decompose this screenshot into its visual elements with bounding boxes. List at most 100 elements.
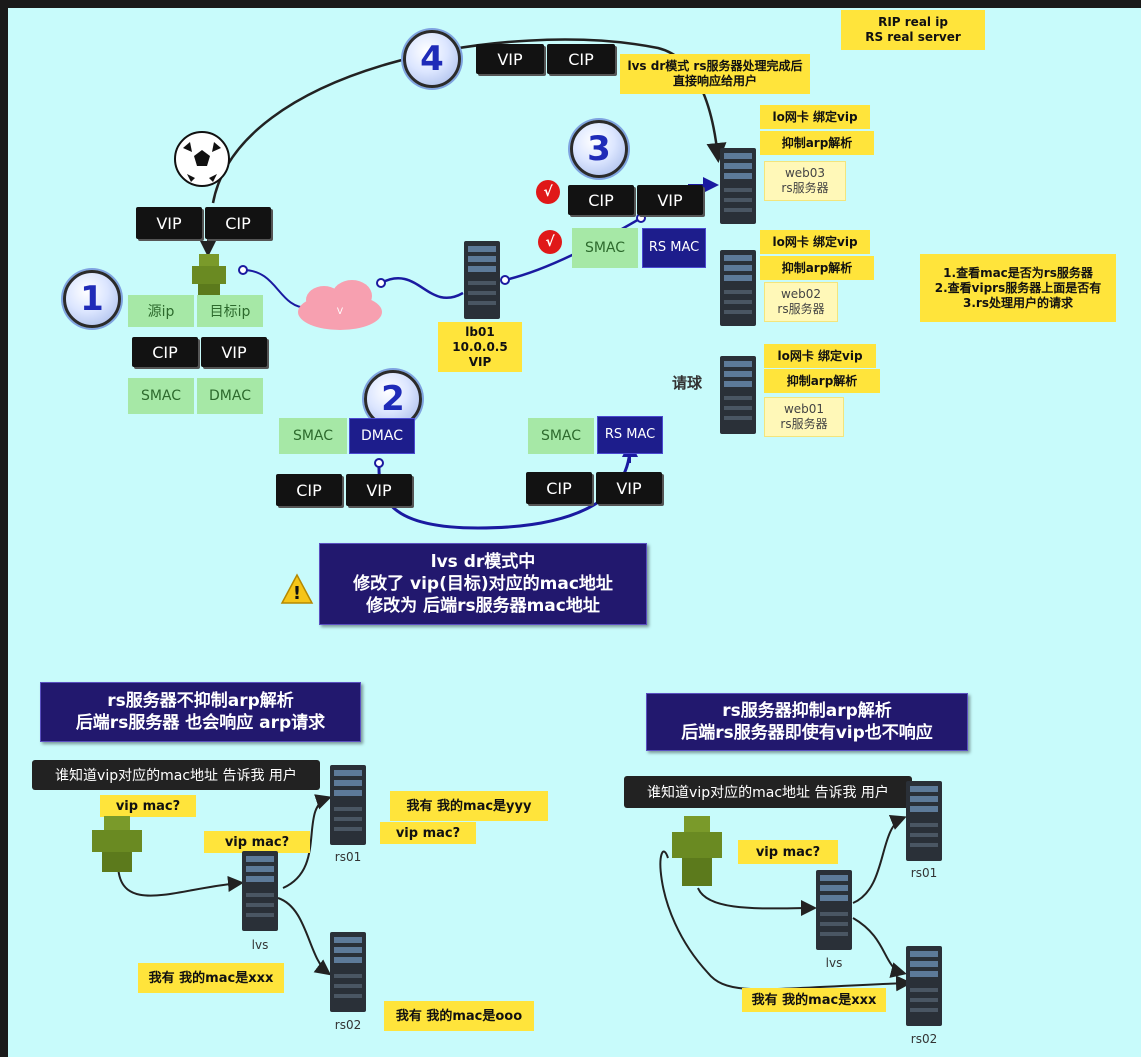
client-src-ip: 源ip	[128, 295, 194, 327]
left-lvs-label: lvs	[251, 938, 269, 952]
warning-icon: !	[280, 573, 314, 604]
main-note-line3: 修改为 后端rs服务器mac地址	[366, 596, 600, 616]
lb01-server-icon	[464, 241, 500, 319]
web03-label: web03 rs服务器	[764, 161, 846, 201]
client-dst-ip: 目标ip	[197, 295, 263, 327]
step-3-marker: 3	[570, 120, 628, 178]
right-rs02-label: rs02	[910, 1032, 938, 1046]
lb01-name: lb01	[465, 324, 495, 339]
right-lvs-label: lvs	[825, 956, 843, 970]
step-1-marker: 1	[63, 270, 121, 328]
client-dmac: DMAC	[197, 378, 263, 414]
step2-left-vip: VIP	[346, 474, 412, 506]
check-icon: √	[538, 230, 562, 254]
web01-tag-lo: lo网卡 绑定vip	[764, 344, 876, 368]
check-note-line2: 2.查看viprs服务器上面是否有	[934, 280, 1102, 295]
rs02-server-icon	[330, 932, 366, 1012]
web02-name: web02	[780, 287, 822, 301]
step4-note-line2: 直接响应给用户	[672, 74, 757, 88]
web01-tag-arp: 抑制arp解析	[764, 369, 880, 393]
left-lvs-reply: 我有 我的mac是xxx	[138, 963, 284, 993]
step2-right-vip: VIP	[596, 472, 662, 504]
web03-tag-arp: 抑制arp解析	[760, 131, 874, 155]
step2-left-dmac: DMAC	[349, 418, 415, 454]
web02-tag-arp: 抑制arp解析	[760, 256, 874, 280]
web02-label: web02 rs服务器	[764, 282, 838, 322]
request-label: 请球	[672, 374, 703, 392]
left-rs01-ask: vip mac?	[380, 822, 476, 844]
right-client-ask: vip mac?	[738, 840, 838, 864]
step-3-number: 3	[587, 129, 611, 169]
step4-note: lvs dr模式 rs服务器处理完成后 直接响应给用户	[620, 54, 810, 94]
right-lvs-reply: 我有 我的mac是xxx	[742, 988, 886, 1012]
main-note-line1: lvs dr模式中	[430, 552, 536, 572]
user-icon	[672, 816, 722, 886]
check-icon: √	[536, 180, 560, 204]
step4-vip: VIP	[476, 44, 544, 74]
legend-box: RIP real ip RS real server	[841, 10, 985, 50]
web01-role: rs服务器	[780, 417, 828, 431]
web01-label: web01 rs服务器	[764, 397, 844, 437]
cloud-icon: V	[298, 280, 382, 330]
lvs-server-icon	[816, 870, 852, 950]
legend-rs: RS real server	[865, 30, 961, 44]
rs02-server-icon	[906, 946, 942, 1026]
rs01-server-icon	[330, 765, 366, 845]
client-vip: VIP	[201, 337, 267, 367]
step2-curve	[377, 447, 632, 530]
lb01-ip: 10.0.0.5	[452, 339, 508, 354]
client-smac: SMAC	[128, 378, 194, 414]
main-note: lvs dr模式中 修改了 vip(目标)对应的mac地址 修改为 后端rs服务…	[319, 543, 647, 625]
diagram-canvas: RIP real ip RS real server 4 VIP CIP lvs…	[8, 8, 1141, 1057]
lb01-label: lb01 10.0.0.5 VIP	[438, 322, 522, 372]
left-title-line1: rs服务器不抑制arp解析	[107, 691, 294, 711]
lvs-server-icon	[242, 851, 278, 931]
step-1-number: 1	[80, 279, 104, 319]
warning-symbol: !	[293, 583, 301, 604]
web02-role: rs服务器	[777, 302, 825, 316]
step3-smac: SMAC	[572, 228, 638, 268]
left-rs01-label: rs01	[334, 850, 362, 864]
svg-text:V: V	[337, 307, 344, 317]
left-scenario-title: rs服务器不抑制arp解析 后端rs服务器 也会响应 arp请求	[40, 682, 361, 742]
step2-left-cip: CIP	[276, 474, 342, 506]
check-note: 1.查看mac是否为rs服务器 2.查看viprs服务器上面是否有 3.rs处理…	[920, 254, 1116, 322]
right-scenario-title: rs服务器抑制arp解析 后端rs服务器即使有vip也不响应	[646, 693, 968, 751]
user-icon	[92, 816, 142, 872]
step2-right-rsmac: RS MAC	[597, 416, 663, 454]
step4-cip: CIP	[547, 44, 615, 74]
user-icon	[192, 254, 226, 300]
step2-left-smac: SMAC	[279, 418, 347, 454]
cloud-to-lb-line	[380, 276, 464, 300]
step-4-marker: 4	[403, 30, 461, 88]
client-top-vip: VIP	[136, 207, 202, 239]
server-icon	[720, 250, 756, 326]
right-title-line2: 后端rs服务器即使有vip也不响应	[681, 723, 933, 743]
step3-vip: VIP	[637, 185, 703, 215]
step2-right-cip: CIP	[526, 472, 592, 504]
step3-rsmac: RS MAC	[642, 228, 706, 268]
check-note-line3: 3.rs处理用户的请求	[963, 295, 1073, 310]
rs01-server-icon	[906, 781, 942, 861]
web01-name: web01	[783, 402, 825, 416]
left-client-ask: vip mac?	[100, 795, 196, 817]
left-rs02-label: rs02	[334, 1018, 362, 1032]
web02-tag-lo: lo网卡 绑定vip	[760, 230, 870, 254]
client-top-cip: CIP	[205, 207, 271, 239]
football-icon	[174, 131, 230, 187]
step3-cip: CIP	[568, 185, 634, 215]
left-title-line2: 后端rs服务器 也会响应 arp请求	[75, 713, 326, 733]
web03-tag-lo: lo网卡 绑定vip	[760, 105, 870, 129]
step-4-number: 4	[420, 39, 444, 79]
legend-rip: RIP real ip	[878, 15, 948, 29]
server-icon	[720, 356, 756, 434]
lb01-vip: VIP	[468, 354, 492, 369]
left-lvs-ask: vip mac?	[204, 831, 310, 853]
server-icon	[720, 148, 756, 224]
left-rs01-reply: 我有 我的mac是yyy	[390, 791, 548, 821]
step2-right-smac: SMAC	[528, 418, 594, 454]
client-cip: CIP	[132, 337, 198, 367]
right-title-line1: rs服务器抑制arp解析	[722, 701, 892, 721]
step-2-number: 2	[381, 379, 405, 419]
check-note-line1: 1.查看mac是否为rs服务器	[943, 265, 1093, 280]
